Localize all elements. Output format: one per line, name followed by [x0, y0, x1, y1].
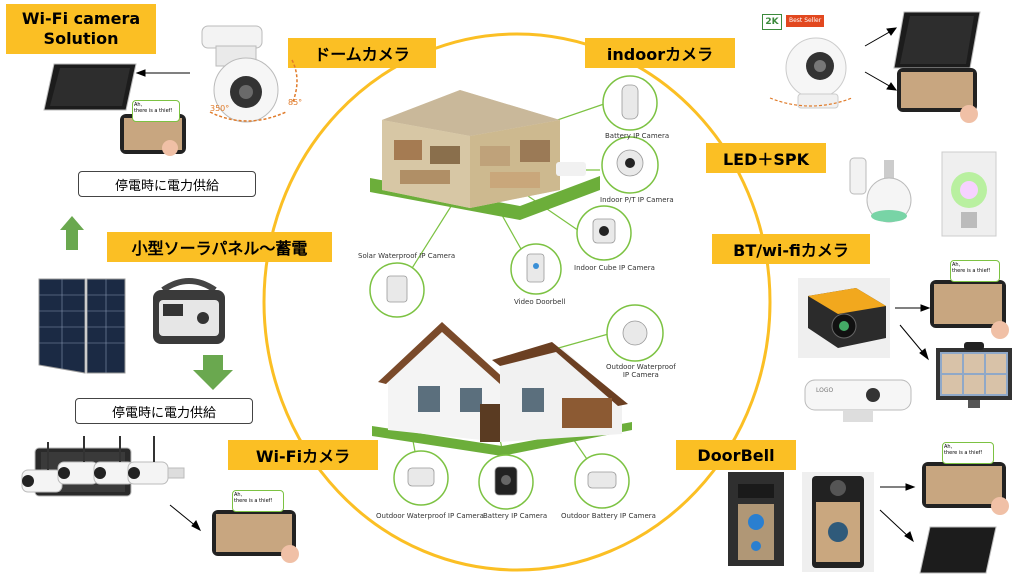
label-bt-camera: BT/wi-fiカメラ: [712, 234, 870, 264]
monitor-tablet-image-2: [893, 11, 981, 69]
label-wifi-camera: Wi-Fiカメラ: [228, 440, 378, 470]
bubble-line2-wifi: there is a thief!: [234, 498, 273, 504]
bestseller-badge: Best Seller: [786, 15, 825, 27]
resolution-badge: 2K: [762, 14, 782, 30]
note-power-supply-top: 停電時に電力供給: [78, 171, 256, 197]
logo-text: LOGO: [816, 387, 834, 394]
phone-alert-wifi: Ah,there is a thief!: [210, 488, 302, 564]
bubble-line1-door: Ah,: [944, 444, 953, 450]
house-exterior-image: [372, 322, 632, 456]
caption-solar-waterproof: Solar Waterproof IP Camera: [358, 252, 456, 260]
label-led-spk: LED＋SPK: [706, 143, 826, 173]
video-conference-monitor-image: [936, 342, 1012, 408]
caption-outdoor-waterproof: Outdoor Waterproof IP Camera: [606, 363, 676, 379]
doorbell-camera-image: [802, 472, 874, 572]
flow-arrows: [135, 27, 931, 543]
caption-video-doorbell: Video Doorbell: [514, 298, 566, 306]
bubble-line2: there is a thief!: [134, 108, 173, 114]
caption-outdoor-battery: Outdoor Battery IP Camera: [561, 512, 656, 520]
caption-battery-ip-bottom: Battery IP Camera: [483, 512, 548, 520]
webcam-image: [804, 379, 912, 422]
bubble-line2-door: there is a thief!: [944, 450, 983, 456]
bubble-line1-bt: Ah,: [952, 262, 961, 268]
bullet-cameras-image: [21, 436, 185, 493]
angle-left-label: 350°: [210, 104, 230, 113]
label-doorbell: DoorBell: [676, 440, 796, 470]
doorbell-panel-image: [728, 472, 784, 566]
bubble-line2-bt: there is a thief!: [952, 268, 991, 274]
bubble-line1: Ah,: [134, 102, 143, 108]
power-station-image: [153, 278, 225, 344]
label-dome-camera: ドームカメラ: [288, 38, 436, 68]
led-speaker-bulb-image: [849, 151, 997, 237]
dome-camera-image: [201, 25, 298, 123]
monitor-tablet-image-4: [919, 526, 997, 574]
caption-outdoor-waterproof-bottom: Outdoor Waterproof IP Camera: [376, 512, 484, 520]
hub-circle: [262, 32, 772, 572]
note-power-supply-bottom: 停電時に電力供給: [75, 398, 253, 424]
caption-indoor-pt: Indoor P/T IP Camera: [600, 196, 674, 204]
house-cutaway-image: [370, 90, 600, 220]
label-solar: 小型ソーラパネル〜蓄電: [107, 232, 332, 262]
label-indoor-camera: indoorカメラ: [585, 38, 735, 68]
phone-alert-top-left: Ah,there is a thief!: [118, 98, 190, 158]
solar-panel-image: [38, 278, 126, 374]
bubble-line1-wifi: Ah,: [234, 492, 243, 498]
arrow-up-green: [60, 216, 84, 250]
caption-battery-ip: Battery IP Camera: [605, 132, 670, 140]
indoor-camera-image: [769, 37, 853, 109]
monitor-tablet-image: [43, 63, 137, 111]
arrow-down-green: [193, 355, 233, 390]
angle-right-label: 85°: [288, 98, 303, 107]
bt-camera-projector-image: [798, 278, 890, 358]
phone-alert-doorbell: Ah,there is a thief!: [920, 440, 1012, 516]
phone-alert-bt: Ah,there is a thief!: [928, 258, 1012, 340]
caption-indoor-cube: Indoor Cube IP Camera: [574, 264, 655, 272]
phone-alert-top-right: [895, 64, 983, 124]
label-wifi-solution: Wi-Fi camera Solution: [6, 4, 156, 54]
